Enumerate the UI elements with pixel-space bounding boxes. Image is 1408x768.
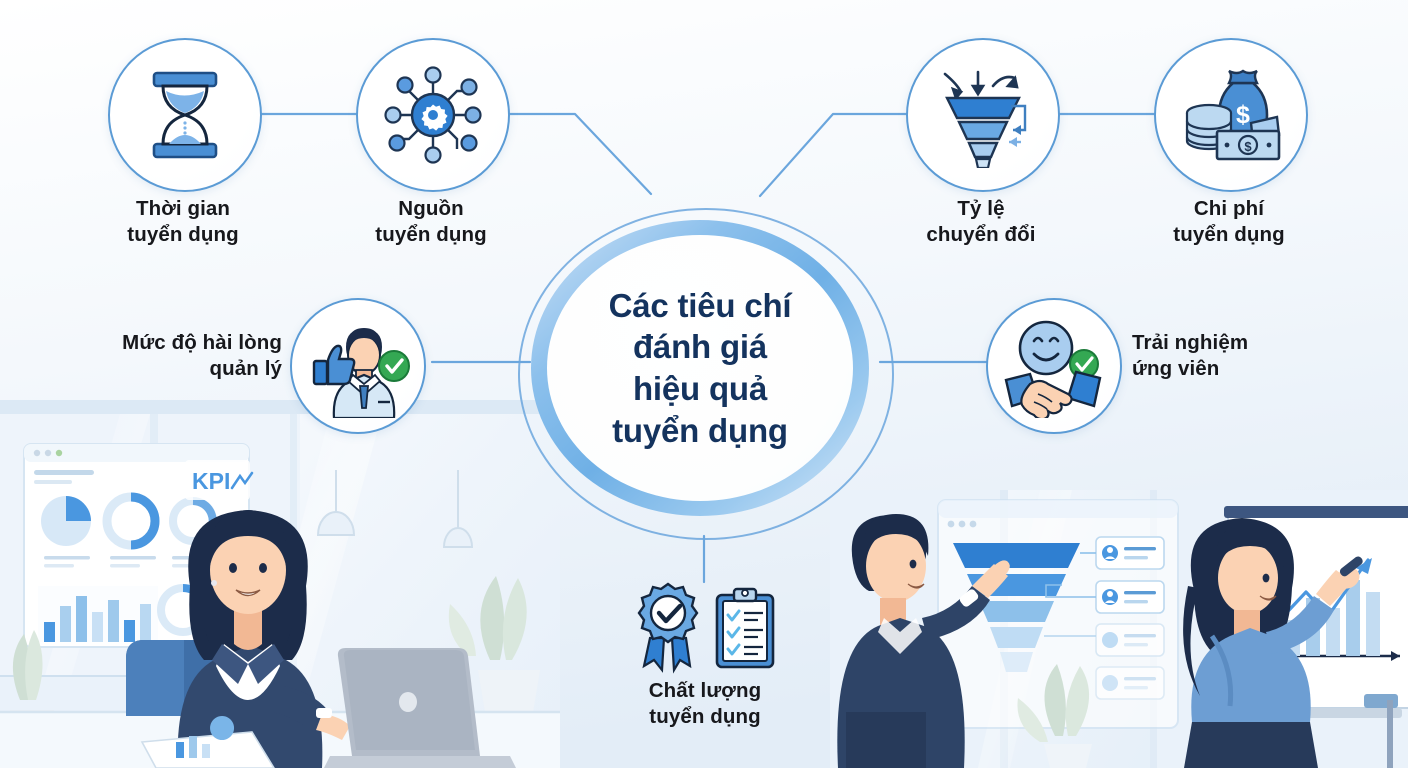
plant-right <box>448 576 540 718</box>
network-gear-icon <box>356 38 510 192</box>
plant-center-right <box>1017 664 1092 768</box>
pendant-lamps <box>316 470 474 548</box>
node-label-candidate-experience: Trải nghiệm ứng viên <box>1132 331 1249 381</box>
money-bag-icon: $ $ <box>1154 38 1308 192</box>
svg-text:KPI: KPI <box>192 468 230 494</box>
funnel-icon <box>906 38 1060 192</box>
desk-papers <box>140 716 275 768</box>
hub-core: Các tiêu chí đánh giá hiệu quả tuyển dụn… <box>547 235 853 501</box>
handshake-smiley-icon <box>986 298 1122 434</box>
man-presenting <box>837 514 1010 768</box>
left-office-scene: KPI <box>0 400 560 768</box>
hub-title: Các tiêu chí đánh giá hiệu quả tuyển dụn… <box>608 286 792 449</box>
node-label-quality-of-hire: Chất lượng tuyển dụng <box>648 679 762 729</box>
right-office-scene <box>830 490 1408 768</box>
funnel-dashboard-screen <box>937 499 1179 729</box>
node-label-time-to-hire: Thời gian tuyển dụng <box>127 197 239 247</box>
woman-at-whiteboard <box>1183 518 1363 768</box>
hub-circle[interactable]: Các tiêu chí đánh giá hiệu quả tuyển dụn… <box>518 208 894 540</box>
thumbs-up-person-icon <box>290 298 426 434</box>
badge-clipboard-icon <box>624 580 784 676</box>
hourglass-icon <box>108 38 262 192</box>
node-label-source-of-hire: Nguồn tuyển dụng <box>375 197 487 247</box>
node-label-conversion-rate: Tỷ lệ chuyển đổi <box>926 197 1036 247</box>
laptop <box>324 648 516 768</box>
node-label-manager-satisfaction: Mức độ hài lòng quản lý <box>122 331 282 381</box>
hub-outer-ring <box>518 208 894 540</box>
svg-text:$: $ <box>1236 101 1250 129</box>
kpi-card: KPI <box>185 460 254 500</box>
node-label-cost-per-hire: Chi phí tuyển dụng <box>1173 197 1285 247</box>
svg-text:$: $ <box>1244 139 1252 154</box>
